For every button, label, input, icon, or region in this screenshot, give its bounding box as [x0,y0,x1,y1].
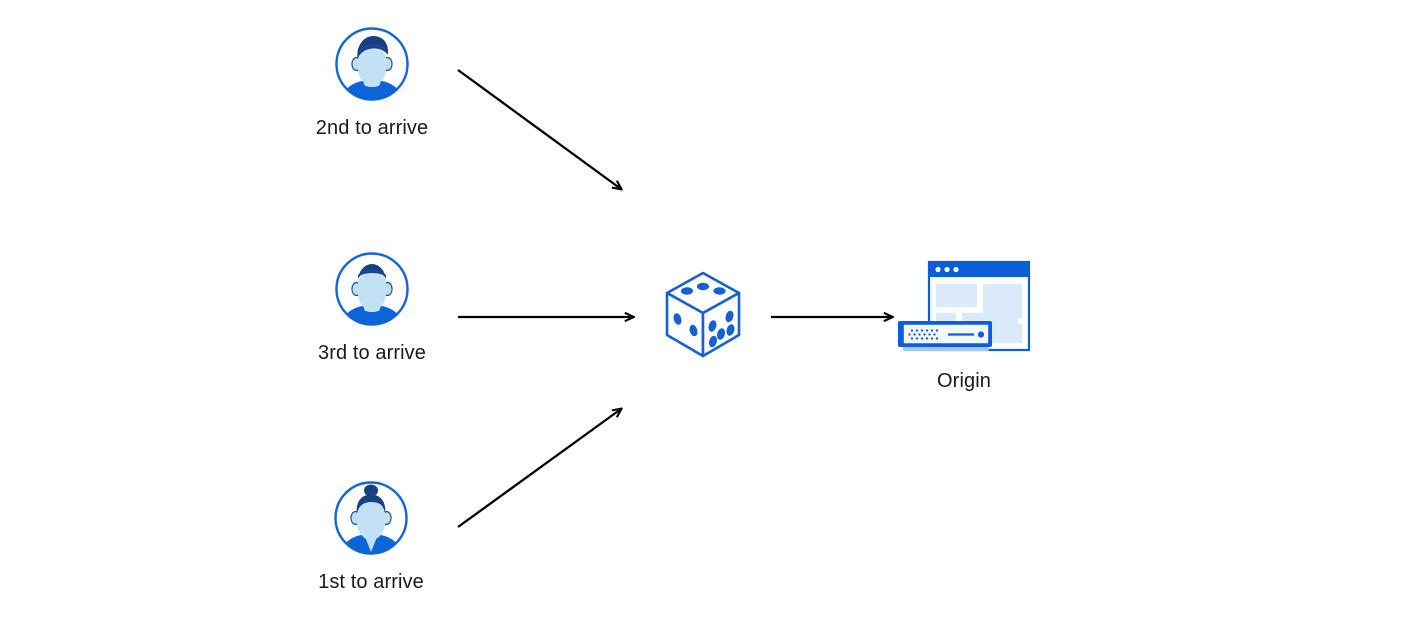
user-avatar-icon [331,478,411,558]
label-origin: Origin [937,370,991,392]
user-avatar-icon [332,249,412,329]
server-device-shape [898,321,992,351]
arrow-2nd-to-dice [457,69,621,189]
origin-server-icon [896,258,1036,363]
label-visitor-1st: 1st to arrive [318,571,424,593]
arrow-1st-to-dice [457,409,621,528]
dice-icon [660,268,746,362]
label-visitor-2nd: 2nd to arrive [315,117,429,139]
user-avatar-icon [332,24,412,104]
label-visitor-3rd: 3rd to arrive [317,342,427,364]
